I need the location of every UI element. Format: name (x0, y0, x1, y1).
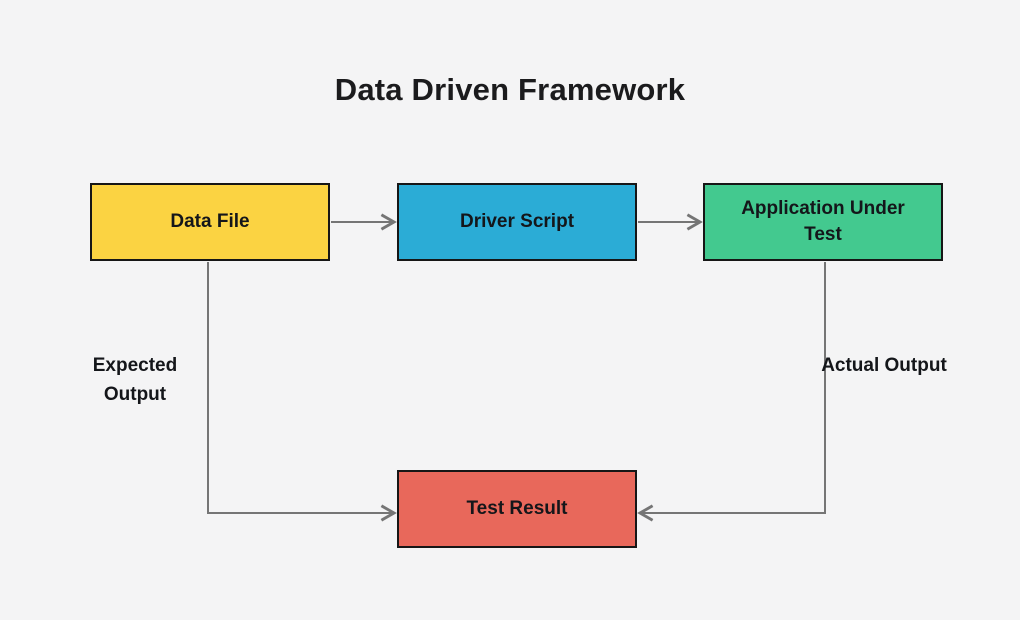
node-application-under-test: Application Under Test (703, 183, 943, 261)
node-test-result: Test Result (397, 470, 637, 548)
node-data-file-label: Data File (170, 211, 250, 233)
arrow-application-under-test-to-test-result (637, 262, 826, 522)
edge-label-actual-output: Actual Output (821, 355, 947, 376)
edge-label-expected-output: Expected Output (92, 355, 178, 405)
arrow-data-file-to-test-result (207, 262, 397, 522)
node-application-under-test-label: Application Under Test (741, 198, 905, 245)
node-data-file: Data File (90, 183, 330, 261)
node-test-result-label: Test Result (466, 498, 568, 520)
node-driver-script-label: Driver Script (459, 211, 575, 233)
node-driver-script: Driver Script (397, 183, 637, 261)
diagram-title: Data Driven Framework (334, 72, 686, 107)
